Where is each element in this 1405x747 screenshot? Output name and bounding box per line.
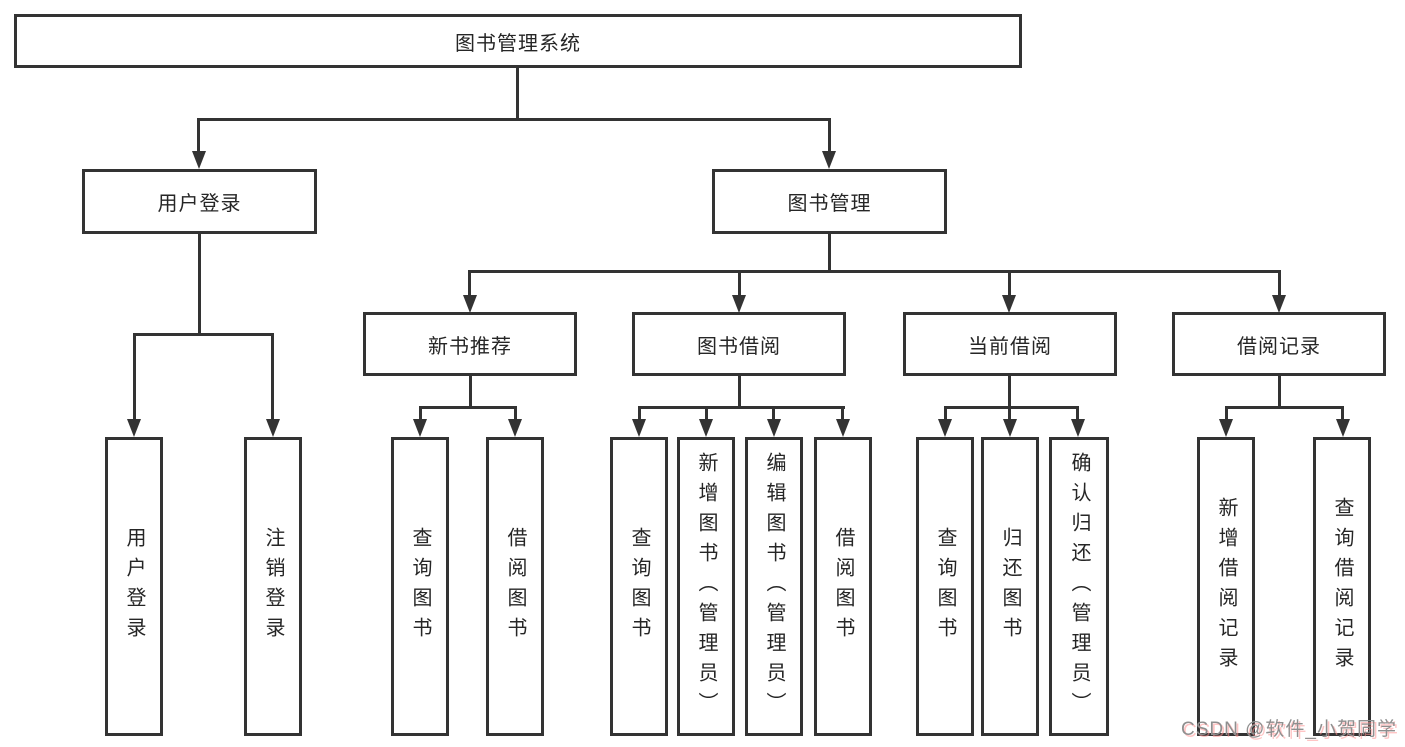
connector-leaf-stem — [1341, 406, 1344, 421]
connector-leaf-stem — [772, 406, 775, 421]
connector-leaf-stem — [638, 406, 641, 421]
node-library-management-system: 图书管理系统 — [14, 14, 1022, 68]
connector-new-books-hbar — [419, 406, 517, 409]
leaf-borrow-books: 借阅图书 — [814, 437, 872, 736]
connector-book-mgmt-stem — [828, 118, 831, 153]
arrow-down-icon — [1272, 295, 1286, 313]
connector-leaf-stem — [271, 333, 274, 421]
leaf-user-login: 用户登录 — [105, 437, 163, 736]
leaf-add-borrow-record: 新增借阅记录 — [1197, 437, 1255, 736]
connector-leaf-stem — [1008, 406, 1011, 421]
leaf-query-borrow-record: 查询借阅记录 — [1313, 437, 1371, 736]
connector-user-login-stem — [197, 118, 200, 153]
node-current-borrowing: 当前借阅 — [903, 312, 1117, 376]
arrow-down-icon — [822, 151, 836, 169]
node-book-management: 图书管理 — [712, 169, 947, 234]
leaf-logout: 注销登录 — [244, 437, 302, 736]
arrow-down-icon — [266, 419, 280, 437]
connector-current-borrow-down — [1008, 376, 1011, 409]
connector-leaf-stem — [514, 406, 517, 421]
connector-leaf-stem — [1225, 406, 1228, 421]
leaf-return-books: 归还图书 — [981, 437, 1039, 736]
arrow-down-icon — [699, 419, 713, 437]
arrow-down-icon — [1003, 419, 1017, 437]
leaf-query-books-borrow: 查询图书 — [610, 437, 668, 736]
arrow-down-icon — [413, 419, 427, 437]
connector-level3-stem — [1008, 270, 1011, 297]
connector-book-borrow-hbar — [638, 406, 845, 409]
connector-root-stem — [516, 68, 519, 120]
connector-leaf-stem — [841, 406, 844, 421]
arrow-down-icon — [127, 419, 141, 437]
leaf-confirm-return-admin: 确认归还（管理员） — [1049, 437, 1109, 736]
connector-root-hbar — [198, 118, 831, 121]
connector-user-login-hbar — [133, 333, 274, 336]
connector-leaf-stem — [133, 333, 136, 421]
connector-user-login-down — [198, 233, 201, 336]
connector-borrow-records-down — [1278, 376, 1281, 409]
arrow-down-icon — [632, 419, 646, 437]
leaf-add-books-admin: 新增图书（管理员） — [677, 437, 735, 736]
connector-current-borrow-hbar — [944, 406, 1079, 409]
node-book-borrowing: 图书借阅 — [632, 312, 846, 376]
node-borrowing-records: 借阅记录 — [1172, 312, 1386, 376]
connector-level3-stem — [738, 270, 741, 297]
connector-borrow-records-hbar — [1225, 406, 1344, 409]
node-new-book-recommendation: 新书推荐 — [363, 312, 577, 376]
arrow-down-icon — [463, 295, 477, 313]
connector-book-mgmt-hbar — [469, 270, 1281, 273]
arrow-down-icon — [508, 419, 522, 437]
leaf-query-books-current: 查询图书 — [916, 437, 974, 736]
csdn-watermark: CSDN @软件_小贺同学 — [1181, 719, 1397, 740]
arrow-down-icon — [732, 295, 746, 313]
arrow-down-icon — [192, 151, 206, 169]
connector-book-mgmt-down — [828, 233, 831, 273]
arrow-down-icon — [836, 419, 850, 437]
connector-leaf-stem — [705, 406, 708, 421]
leaf-borrow-books-recommend: 借阅图书 — [486, 437, 544, 736]
arrow-down-icon — [767, 419, 781, 437]
connector-leaf-stem — [944, 406, 947, 421]
arrow-down-icon — [1071, 419, 1085, 437]
leaf-edit-books-admin: 编辑图书（管理员） — [745, 437, 803, 736]
connector-new-books-down — [469, 376, 472, 409]
leaf-query-books-recommend: 查询图书 — [391, 437, 449, 736]
arrow-down-icon — [938, 419, 952, 437]
connector-book-borrow-down — [738, 376, 741, 409]
connector-leaf-stem — [419, 406, 422, 421]
arrow-down-icon — [1219, 419, 1233, 437]
connector-leaf-stem — [1076, 406, 1079, 421]
node-user-login: 用户登录 — [82, 169, 317, 234]
connector-level3-stem — [468, 270, 471, 297]
connector-level3-stem — [1278, 270, 1281, 297]
arrow-down-icon — [1336, 419, 1350, 437]
arrow-down-icon — [1002, 295, 1016, 313]
